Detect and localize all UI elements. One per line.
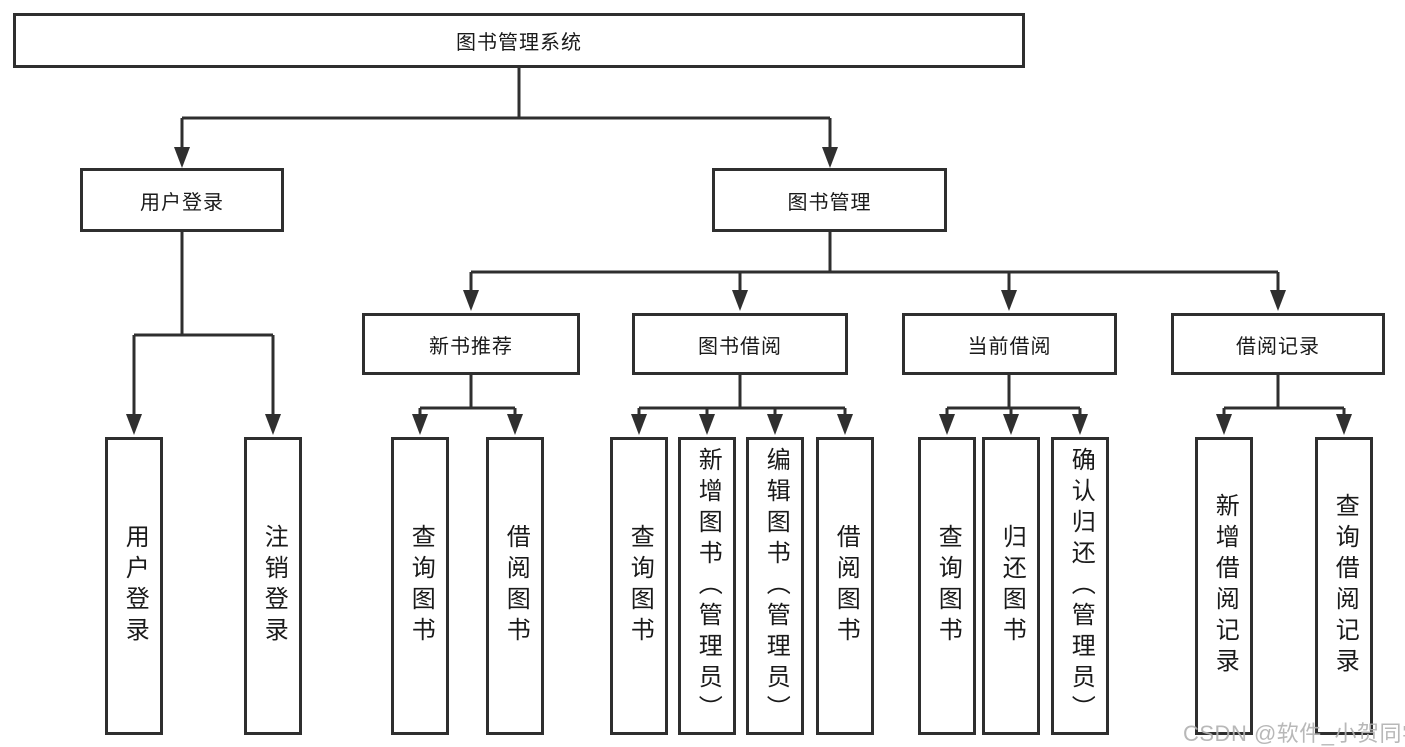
node-user-login: 用户登录 <box>80 168 284 232</box>
leaf-query-books-recommend: 查询图书 <box>391 437 449 735</box>
node-label: 查询图书 <box>626 524 654 648</box>
node-label: 查询借阅记录 <box>1331 493 1359 679</box>
node-label: 借阅图书 <box>502 524 530 648</box>
node-label: 编辑图书（管理员） <box>762 446 790 726</box>
node-label: 借阅记录 <box>1236 335 1320 358</box>
node-label: 当前借阅 <box>967 335 1052 358</box>
watermark-text: CSDN @软件_小贺同学 <box>1183 721 1405 746</box>
node-label: 用户登录 <box>121 524 149 648</box>
node-new-book-recommendation: 新书推荐 <box>362 313 580 375</box>
node-label: 确认归还（管理员） <box>1067 446 1095 726</box>
node-label: 图书管理系统 <box>456 32 582 54</box>
node-current-borrowing: 当前借阅 <box>902 313 1117 375</box>
node-label: 新增图书（管理员） <box>694 446 722 726</box>
node-label: 借阅图书 <box>832 524 860 648</box>
node-label: 图书管理 <box>787 191 872 214</box>
node-label: 归还图书 <box>998 524 1026 648</box>
node-book-management: 图书管理 <box>712 168 947 232</box>
node-label: 用户登录 <box>140 191 224 214</box>
leaf-add-book-admin: 新增图书（管理员） <box>678 437 736 735</box>
node-label: 查询图书 <box>934 524 962 648</box>
node-label: 查询图书 <box>407 524 435 648</box>
leaf-return-book: 归还图书 <box>982 437 1040 735</box>
leaf-edit-book-admin: 编辑图书（管理员） <box>746 437 804 735</box>
leaf-logout: 注销登录 <box>244 437 302 735</box>
node-label: 新书推荐 <box>429 335 513 358</box>
node-root: 图书管理系统 <box>13 13 1025 68</box>
node-label: 图书借阅 <box>698 335 782 358</box>
leaf-borrow-books-recommend: 借阅图书 <box>486 437 544 735</box>
node-label: 新增借阅记录 <box>1211 493 1239 679</box>
leaf-confirm-return-admin: 确认归还（管理员） <box>1051 437 1109 735</box>
leaf-query-books-current: 查询图书 <box>918 437 976 735</box>
node-book-borrowing: 图书借阅 <box>632 313 848 375</box>
node-borrowing-records: 借阅记录 <box>1171 313 1385 375</box>
leaf-user-login: 用户登录 <box>105 437 163 735</box>
leaf-add-borrow-record: 新增借阅记录 <box>1195 437 1253 735</box>
leaf-borrow-books-borrow: 借阅图书 <box>816 437 874 735</box>
leaf-query-borrow-record: 查询借阅记录 <box>1315 437 1373 735</box>
leaf-query-books-borrow: 查询图书 <box>610 437 668 735</box>
node-label: 注销登录 <box>260 524 288 648</box>
